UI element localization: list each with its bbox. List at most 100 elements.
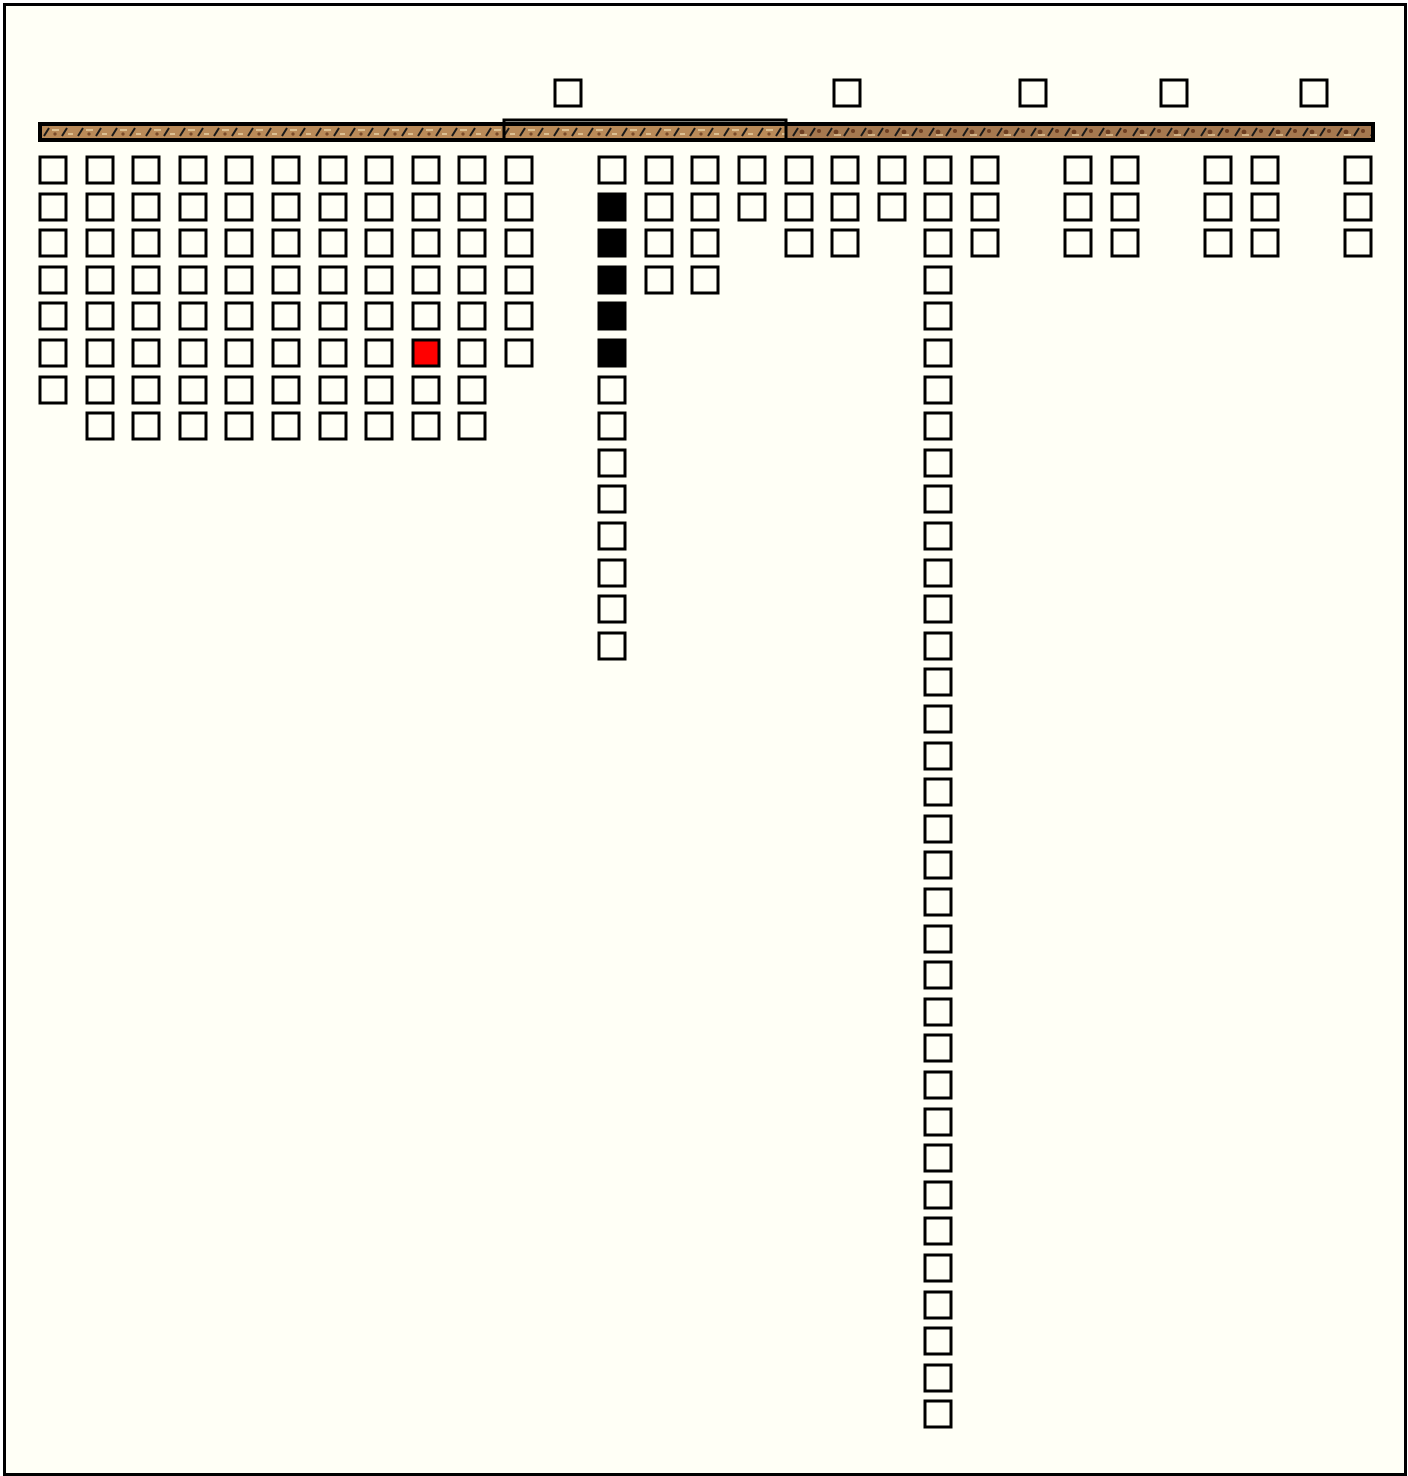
cell-filled[interactable] <box>597 265 627 295</box>
cell[interactable] <box>457 265 487 295</box>
cell[interactable] <box>178 265 208 295</box>
cell[interactable] <box>597 484 627 514</box>
cell[interactable] <box>923 1363 953 1393</box>
cell[interactable] <box>923 960 953 990</box>
cell[interactable] <box>178 155 208 185</box>
cell[interactable] <box>644 265 674 295</box>
cell[interactable] <box>271 301 301 331</box>
cell[interactable] <box>411 228 441 258</box>
cell[interactable] <box>364 375 394 405</box>
cell[interactable] <box>411 192 441 222</box>
cell-filled[interactable] <box>597 192 627 222</box>
cell[interactable] <box>597 594 627 624</box>
cell[interactable] <box>597 558 627 588</box>
cell[interactable] <box>224 411 254 441</box>
cell[interactable] <box>923 741 953 771</box>
cell[interactable] <box>131 265 161 295</box>
cell[interactable] <box>597 155 627 185</box>
cell[interactable] <box>457 375 487 405</box>
cell[interactable] <box>364 228 394 258</box>
cell[interactable] <box>784 228 814 258</box>
cell[interactable] <box>1250 155 1280 185</box>
cell[interactable] <box>644 155 674 185</box>
cell[interactable] <box>364 301 394 331</box>
cell[interactable] <box>923 1070 953 1100</box>
cell[interactable] <box>224 338 254 368</box>
cell[interactable] <box>923 448 953 478</box>
cell[interactable] <box>85 192 115 222</box>
cell[interactable] <box>923 338 953 368</box>
cell[interactable] <box>131 411 161 441</box>
cell[interactable] <box>457 411 487 441</box>
cell[interactable] <box>38 228 68 258</box>
cell[interactable] <box>38 301 68 331</box>
cell[interactable] <box>923 777 953 807</box>
cell[interactable] <box>318 411 348 441</box>
cell[interactable] <box>364 155 394 185</box>
cell[interactable] <box>224 228 254 258</box>
cell[interactable] <box>178 411 208 441</box>
cell[interactable] <box>830 155 860 185</box>
cell[interactable] <box>457 338 487 368</box>
cell[interactable] <box>690 265 720 295</box>
cell[interactable] <box>877 155 907 185</box>
cell[interactable] <box>224 155 254 185</box>
cell[interactable] <box>1343 192 1373 222</box>
cell[interactable] <box>1110 228 1140 258</box>
cell[interactable] <box>923 887 953 917</box>
cell[interactable] <box>271 375 301 405</box>
cell[interactable] <box>318 375 348 405</box>
cell[interactable] <box>178 301 208 331</box>
cell[interactable] <box>877 192 907 222</box>
cell-selected[interactable] <box>411 338 441 368</box>
reserve-cell[interactable] <box>1299 78 1329 108</box>
cell[interactable] <box>923 192 953 222</box>
cell[interactable] <box>131 228 161 258</box>
cell[interactable] <box>271 192 301 222</box>
cell[interactable] <box>85 338 115 368</box>
cell[interactable] <box>411 265 441 295</box>
cell[interactable] <box>1203 228 1233 258</box>
cell[interactable] <box>923 1399 953 1429</box>
cell[interactable] <box>178 192 208 222</box>
cell[interactable] <box>85 155 115 185</box>
cell[interactable] <box>970 155 1000 185</box>
cell[interactable] <box>597 521 627 551</box>
cell[interactable] <box>504 228 534 258</box>
cell[interactable] <box>364 265 394 295</box>
cell[interactable] <box>504 155 534 185</box>
reserve-cell[interactable] <box>832 78 862 108</box>
cell[interactable] <box>364 192 394 222</box>
cell[interactable] <box>85 301 115 331</box>
cell[interactable] <box>970 192 1000 222</box>
cell[interactable] <box>271 338 301 368</box>
cell[interactable] <box>923 265 953 295</box>
cell[interactable] <box>830 192 860 222</box>
cell[interactable] <box>457 155 487 185</box>
cell[interactable] <box>923 814 953 844</box>
cell[interactable] <box>85 265 115 295</box>
cell[interactable] <box>131 155 161 185</box>
cell[interactable] <box>85 228 115 258</box>
cell[interactable] <box>38 338 68 368</box>
cell[interactable] <box>923 1143 953 1173</box>
cell[interactable] <box>38 155 68 185</box>
cell[interactable] <box>504 338 534 368</box>
cell[interactable] <box>318 155 348 185</box>
cell[interactable] <box>318 338 348 368</box>
cell[interactable] <box>131 375 161 405</box>
cell[interactable] <box>923 558 953 588</box>
cell[interactable] <box>923 924 953 954</box>
cell[interactable] <box>411 411 441 441</box>
cell[interactable] <box>224 265 254 295</box>
cell[interactable] <box>85 375 115 405</box>
cell[interactable] <box>923 301 953 331</box>
cell[interactable] <box>178 375 208 405</box>
cell[interactable] <box>923 631 953 661</box>
cell[interactable] <box>923 411 953 441</box>
cell[interactable] <box>597 448 627 478</box>
cell[interactable] <box>1203 192 1233 222</box>
cell[interactable] <box>224 192 254 222</box>
cell[interactable] <box>318 228 348 258</box>
cell[interactable] <box>271 228 301 258</box>
